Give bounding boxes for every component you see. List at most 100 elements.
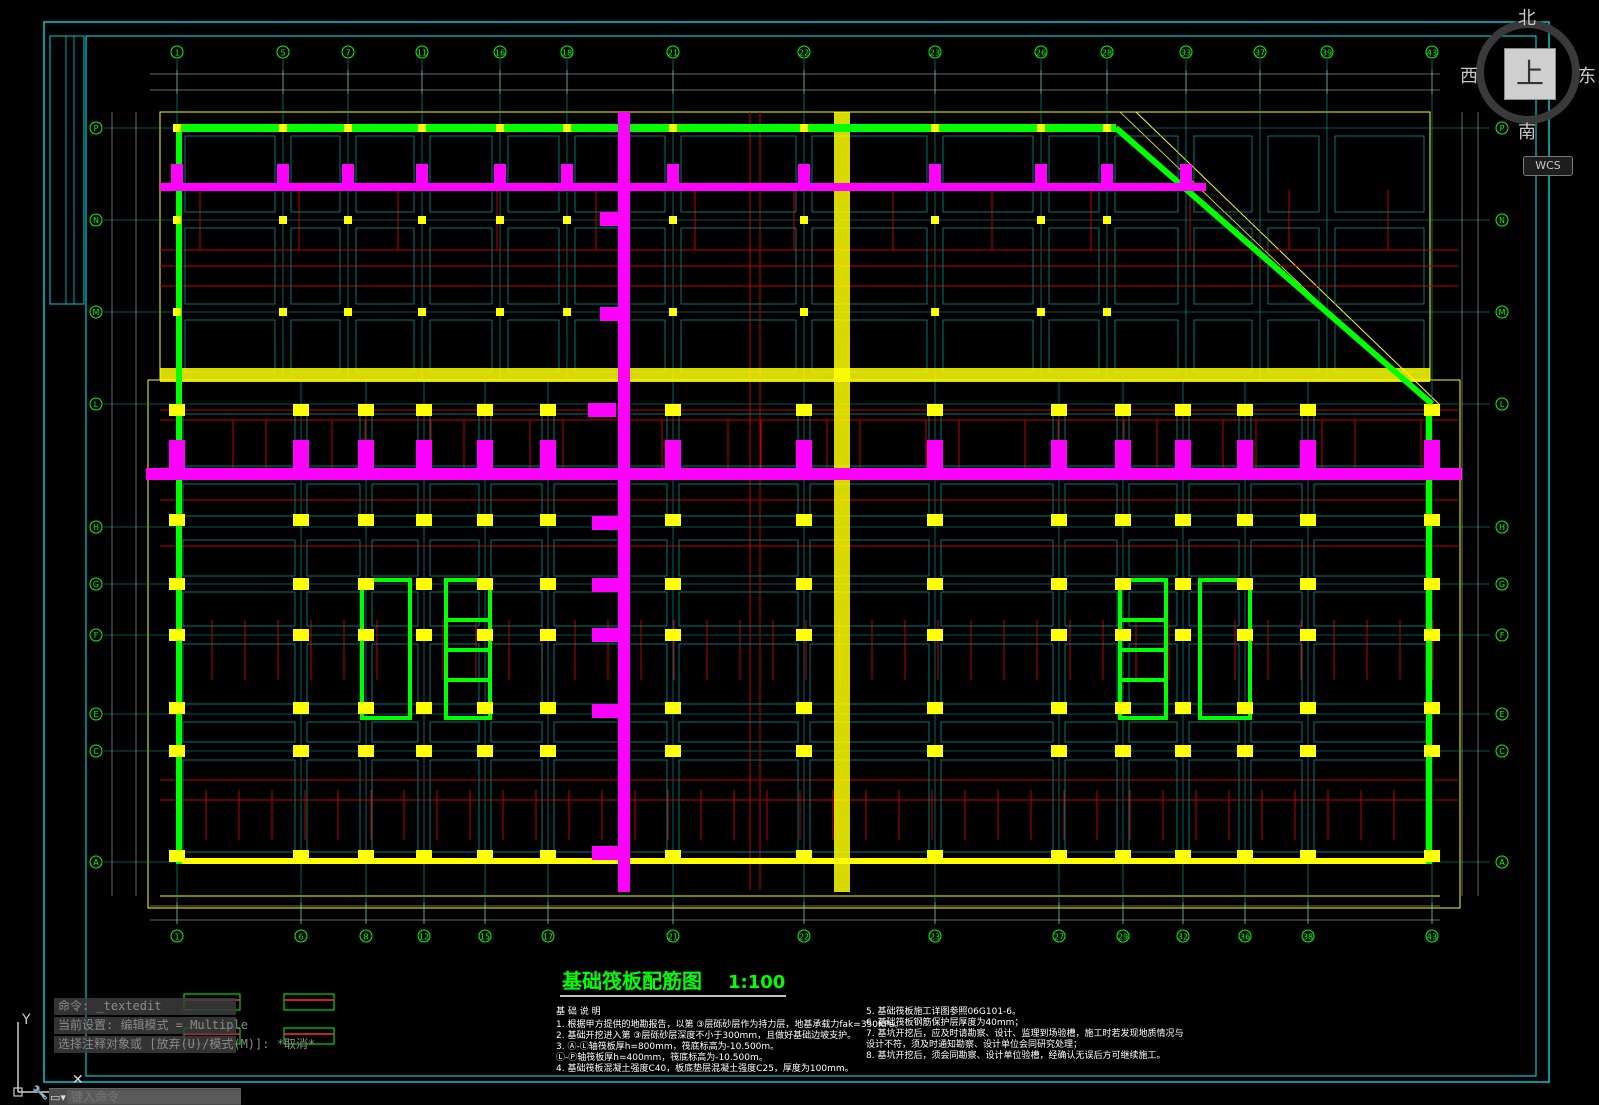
drawing-title[interactable]: 基础筏板配筋图 1:100 (560, 969, 786, 997)
command-history-line: 选择注释对象或 [放弃(U)/模式(M)]: *取消* (54, 1036, 315, 1053)
grid-label-top: 26 (1036, 49, 1046, 58)
column-cap (796, 514, 812, 526)
grid-label-row: E (93, 710, 98, 719)
slab-panel (429, 135, 493, 213)
slab-panel (553, 413, 668, 467)
grid-bubble-row (89, 520, 103, 534)
slab-panel (306, 591, 361, 627)
column-cap (279, 308, 287, 316)
slab-panel (809, 483, 930, 517)
viewcube-east-label[interactable]: 东 (1578, 66, 1596, 87)
grid-label-bottom: 43 (1427, 933, 1437, 942)
slab-panel (490, 413, 543, 467)
column-cap (416, 404, 432, 416)
grid-bubble-top (276, 45, 290, 59)
grid-bubble-top (1179, 45, 1193, 59)
column-cap (293, 514, 309, 526)
post-pour-cap (293, 440, 309, 470)
grid-bubble-top (1100, 45, 1114, 59)
shear-wall (360, 578, 412, 720)
grid-label-row: G (1499, 580, 1505, 589)
grid-label-top: 7 (345, 49, 350, 58)
slab-panel (429, 483, 480, 517)
wcs-menu-button[interactable]: WCS (1523, 156, 1573, 176)
slab-panel (811, 135, 928, 213)
grid-label-bottom: 12 (419, 933, 429, 942)
column-cap (1037, 308, 1045, 316)
slab-panel (1188, 759, 1240, 853)
grid-bubble-bottom (541, 929, 555, 943)
grid-label-bottom: 32 (1178, 933, 1188, 942)
column-cap (540, 745, 556, 757)
drawing-title-text: 基础筏板配筋图 (562, 969, 702, 993)
column-cap (344, 216, 352, 224)
grid-label-bottom: 15 (480, 933, 490, 942)
grid-label-bottom: 8 (363, 933, 368, 942)
post-pour-strips (146, 112, 1462, 892)
viewcube-south-label[interactable]: 南 (1518, 122, 1536, 143)
slab-panel (1313, 759, 1427, 853)
slab-panel (490, 483, 543, 517)
viewcube-ring[interactable] (1476, 20, 1580, 124)
column-cap (344, 124, 352, 132)
slab-panel (1188, 591, 1240, 627)
grid-bubble-row (89, 855, 103, 869)
column-cap (665, 404, 681, 416)
column-cap (1424, 514, 1440, 526)
column-caps (169, 124, 1440, 862)
column-cap (665, 745, 681, 757)
column-cap (358, 404, 374, 416)
column-cap (477, 745, 493, 757)
grid-bubble-top (1425, 45, 1439, 59)
note-line: 8. 基坑开挖后，须会同勘察、设计单位验槽，经确认无误后方可继续施工。 (866, 1049, 1165, 1061)
grid-label-row: E (1499, 710, 1504, 719)
grid-bubble-row (89, 397, 103, 411)
shear-walls (360, 578, 1252, 720)
slab-panel (1188, 413, 1240, 467)
command-prompt-icon[interactable]: ▭▾ (50, 1090, 66, 1104)
ucs-icon: Y (13, 1012, 52, 1097)
slab-panel (678, 759, 799, 853)
grid-bubble-row (89, 121, 103, 135)
post-pour-cap (665, 440, 681, 470)
close-icon[interactable]: ✕ (72, 1072, 84, 1088)
column-cap (665, 578, 681, 590)
post-pour-cap (277, 164, 289, 186)
viewcube-north-label[interactable]: 北 (1518, 8, 1536, 29)
column-cap (169, 745, 185, 757)
column-cap (358, 578, 374, 590)
column-cap (931, 216, 939, 224)
column-cap (927, 629, 943, 641)
grid-label-row: N (1499, 216, 1505, 225)
slab-panel (809, 413, 930, 467)
slab-panel (290, 227, 341, 305)
grid-bubble-row (1495, 213, 1509, 227)
column-cap (1051, 702, 1067, 714)
slab-panel (1128, 759, 1178, 853)
column-cap (496, 124, 504, 132)
grid-bubble-row (1495, 628, 1509, 642)
wrench-icon[interactable]: 🔧 (32, 1086, 49, 1101)
column-cap (418, 216, 426, 224)
column-cap (540, 629, 556, 641)
command-bar[interactable]: ▭▾ (49, 1088, 241, 1105)
slab-panel (809, 721, 930, 743)
command-input[interactable] (67, 1090, 241, 1104)
bottom-rebar-layer (160, 112, 1458, 890)
slab-panel (1064, 643, 1118, 705)
viewcube-west-label[interactable]: 西 (1460, 66, 1478, 87)
viewcube-top-face[interactable]: 上 (1504, 48, 1556, 100)
slab-panel (1334, 227, 1425, 305)
column-cap (416, 514, 432, 526)
slab-panel (306, 539, 361, 577)
grid-bubble-top (170, 45, 184, 59)
slab-panel (182, 643, 296, 705)
viewcube[interactable]: 上 北 南 西 东 (1460, 4, 1596, 143)
grid-label-bottom: 29 (1118, 933, 1128, 942)
post-pour-cap (929, 164, 941, 186)
grid-bubble-row (89, 707, 103, 721)
grid-label-top: 21 (668, 49, 678, 58)
slab-panel (940, 539, 1054, 577)
slab-panel (1250, 643, 1303, 705)
